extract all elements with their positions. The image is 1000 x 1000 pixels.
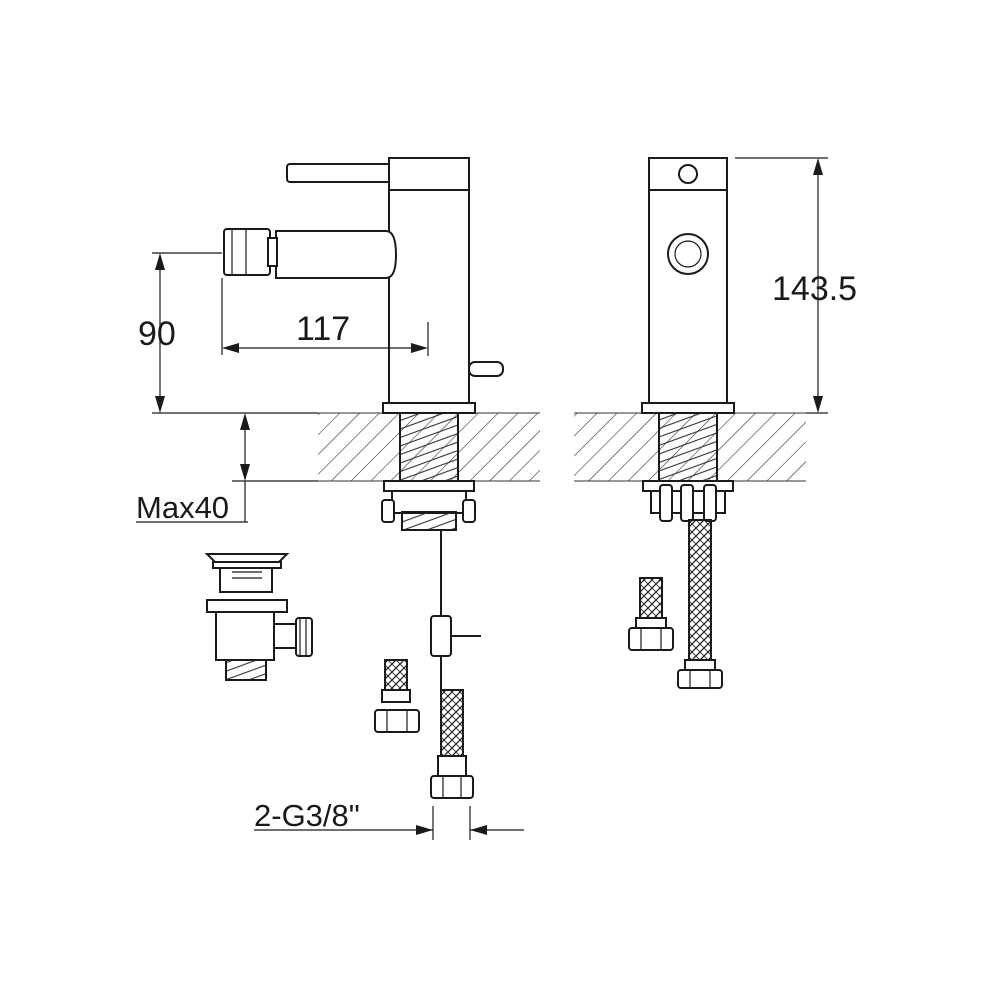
dimension-label-117: 117 [296, 310, 350, 348]
waste-flange [206, 599, 288, 613]
hose-ferrule [381, 689, 411, 703]
hose-nut [430, 775, 474, 799]
aerator-joint [267, 237, 278, 267]
waste-thread [225, 659, 267, 681]
fixing-screw-right [462, 499, 476, 523]
faucet-cap [388, 157, 470, 191]
dimension-height-90: 90 [138, 252, 318, 414]
hose-ferrule [635, 617, 667, 629]
front-threaded-shank [658, 412, 718, 482]
hose-nut [374, 709, 420, 733]
dimension-thread-g3-8: 2-G3/8" [254, 798, 524, 840]
dimension-label-max40: Max40 [136, 490, 229, 525]
faucet-front-view [641, 157, 735, 522]
dimension-label-143-5: 143.5 [772, 270, 857, 308]
faucet-side-view [223, 157, 504, 690]
waste-arm-nut [295, 617, 313, 657]
spout-outlet-outer [667, 233, 709, 275]
popup-rod [468, 361, 504, 377]
base-ring [382, 402, 476, 414]
dimension-label-90: 90 [138, 315, 176, 353]
hose-ferrule [437, 755, 467, 777]
faucet-body [388, 189, 470, 404]
waste-arm [273, 623, 297, 649]
handle-hole [678, 164, 698, 184]
popup-waste [204, 553, 313, 681]
spout [275, 230, 398, 279]
front-base-ring [641, 402, 735, 414]
hose-nut [628, 627, 674, 651]
threaded-shank [399, 412, 459, 482]
front-hose-long [677, 519, 723, 689]
fixing-screw-left [381, 499, 395, 523]
lever-handle [286, 163, 392, 183]
spout-outlet-inner [674, 240, 702, 268]
hose-nut [677, 669, 723, 689]
waste-body [215, 611, 275, 661]
front-hose-short [628, 577, 674, 651]
rod-clip [430, 615, 452, 657]
mounting-nut [383, 480, 475, 492]
dimension-max40: Max40 [136, 413, 318, 525]
mounting-plate [391, 490, 467, 514]
side-hose-long [430, 689, 474, 799]
aerator [223, 228, 271, 276]
side-hose-short [374, 659, 420, 733]
hose-ferrule [684, 659, 716, 671]
dimension-height-143-5: 143.5 [735, 157, 857, 414]
dimension-label-thread: 2-G3/8" [254, 798, 360, 833]
front-body [648, 189, 728, 404]
waste-plug-top [204, 553, 290, 563]
dimension-reach-117: 117 [221, 278, 429, 356]
shank-thread-end [401, 511, 457, 531]
